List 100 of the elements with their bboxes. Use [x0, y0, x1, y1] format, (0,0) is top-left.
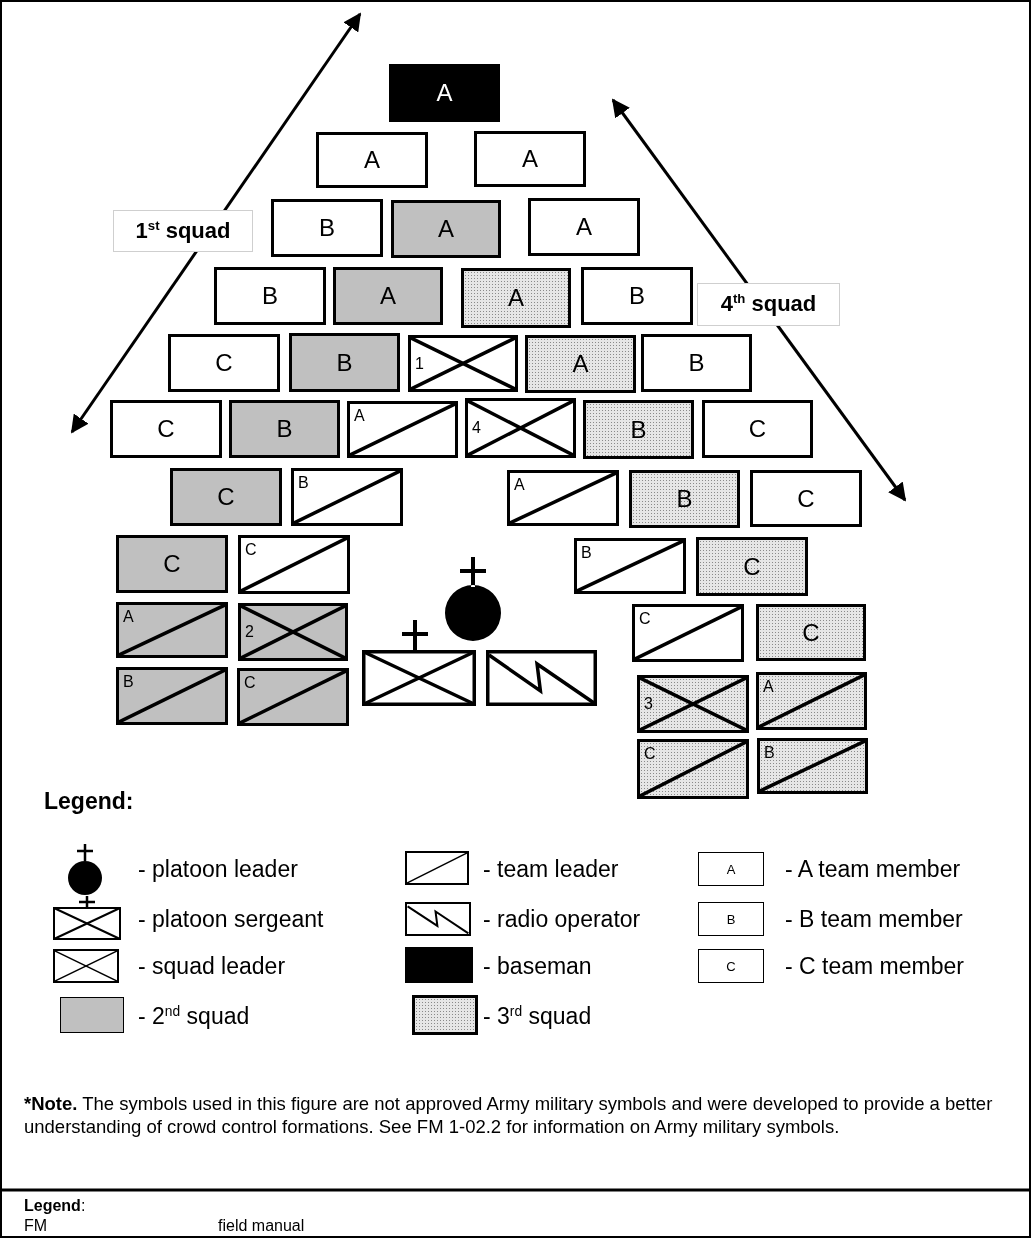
- team-letter: B: [318, 216, 336, 240]
- team-letter: A: [435, 81, 454, 105]
- team-letter: C: [244, 675, 256, 691]
- squad-label: 1$^{st}$ squad: [113, 210, 253, 252]
- platoon-leader-symbol: [444, 555, 502, 643]
- team-letter: C: [639, 611, 651, 627]
- second-squad-box: [229, 400, 340, 458]
- team-letter: C: [747, 417, 768, 441]
- team-member-box: [581, 267, 693, 325]
- third-squad-box: [756, 604, 866, 661]
- legend-sample-letter: C: [725, 959, 737, 973]
- team-letter: B: [581, 545, 592, 561]
- team-member-box: [110, 400, 222, 458]
- baseman-box: [389, 64, 500, 122]
- team-leader-box: [632, 604, 744, 662]
- team-leader-box: [116, 602, 228, 658]
- team-leader-box: [238, 535, 350, 594]
- second-squad-box: [289, 333, 400, 392]
- team-letter: A: [123, 609, 134, 625]
- team-leader-box: [347, 401, 458, 458]
- legend-text: - platoon sergeant: [138, 908, 324, 931]
- team-letter: A: [763, 679, 774, 695]
- legend-sample-letter: B: [725, 912, 737, 926]
- team-member-box: [474, 131, 586, 187]
- squad-leader-box: [238, 603, 348, 661]
- team-member-box: [168, 334, 280, 392]
- note-text: *Note. The symbols used in this figure are not approved Army military symbols and were developed to provide a better understanding of crowd control formations. See FM 1-02.2 for information on Army military symbols.: [24, 1092, 994, 1139]
- abbreviation-heading: Legend:: [24, 1197, 86, 1215]
- team-letter: C: [214, 351, 234, 375]
- team-letter: C: [162, 552, 182, 576]
- team-letter: A: [521, 147, 539, 171]
- team-letter: C: [742, 554, 762, 579]
- third-squad-box: [629, 470, 740, 528]
- squad-number: 3: [644, 696, 653, 712]
- team-letter: C: [245, 542, 257, 558]
- squad-leader-box: [465, 398, 576, 458]
- team-member-box: [214, 267, 326, 325]
- legend-text: - platoon leader: [138, 858, 298, 881]
- team-letter: A: [507, 286, 525, 310]
- team-leader-box: [574, 538, 686, 594]
- platoon-sergeant-symbol: [362, 618, 476, 706]
- legend-heading: Legend:: [44, 788, 134, 815]
- third-squad-box: [461, 268, 571, 328]
- team-letter: B: [675, 487, 694, 511]
- team-letter: A: [354, 408, 365, 424]
- team-leader-box: [637, 739, 749, 799]
- legend-text: - A team member: [785, 858, 961, 881]
- abbreviation-meaning: field manual: [218, 1217, 305, 1235]
- team-letter: A: [363, 148, 381, 172]
- team-member-box: [702, 400, 813, 458]
- team-letter: A: [379, 284, 397, 308]
- squad-leader-box: [408, 335, 518, 392]
- team-letter: C: [156, 417, 176, 441]
- team-leader-box: [507, 470, 619, 526]
- team-letter: A: [571, 352, 590, 376]
- team-leader-box: [757, 738, 868, 794]
- legend-text: - B team member: [785, 908, 963, 931]
- third-squad-box: [583, 400, 694, 459]
- team-letter: A: [514, 477, 525, 493]
- team-letter: B: [123, 674, 134, 690]
- team-letter: C: [796, 486, 816, 511]
- legend-text: - squad leader: [138, 955, 286, 978]
- team-leader-box: [237, 668, 349, 726]
- team-leader-box: [756, 672, 867, 730]
- team-member-box: [316, 132, 428, 188]
- team-letter: B: [298, 475, 309, 491]
- squad-number: 4: [472, 420, 481, 436]
- team-letter: A: [437, 217, 455, 241]
- team-letter: B: [628, 284, 646, 308]
- squad-number: 2: [245, 624, 254, 640]
- team-letter: C: [216, 485, 236, 509]
- radio-operator-symbol: [486, 650, 597, 706]
- second-squad-box: [333, 267, 443, 325]
- second-squad-box: [170, 468, 282, 526]
- team-letter: A: [575, 215, 593, 239]
- team-letter: B: [764, 745, 775, 761]
- team-member-box: [750, 470, 862, 527]
- legend-text: - C team member: [785, 955, 964, 978]
- team-leader-box: [291, 468, 403, 526]
- second-squad-box: [116, 535, 228, 593]
- legend-text: - 2$^{nd}$ squad: [138, 1005, 250, 1028]
- second-squad-box: [391, 200, 501, 258]
- squad-leader-box: [637, 675, 749, 733]
- team-member-box: [528, 198, 640, 256]
- squad-label: 4$^{th}$ squad: [697, 283, 840, 326]
- team-member-box: [641, 334, 752, 392]
- team-letter: C: [801, 620, 821, 645]
- legend-text: - 3$^{rd}$ squad: [483, 1005, 592, 1028]
- team-letter: C: [644, 746, 656, 762]
- third-squad-box: [696, 537, 808, 596]
- squad-number: 1: [415, 355, 424, 372]
- team-letter: B: [629, 417, 648, 442]
- team-member-box: [271, 199, 383, 257]
- team-leader-box: [116, 667, 228, 725]
- team-letter: B: [687, 351, 706, 375]
- abbreviation: FM: [24, 1217, 48, 1235]
- legend-sample-letter: A: [725, 862, 737, 876]
- legend-text: - team leader: [483, 858, 619, 881]
- legend-text: - baseman: [483, 955, 592, 978]
- team-letter: B: [261, 284, 279, 308]
